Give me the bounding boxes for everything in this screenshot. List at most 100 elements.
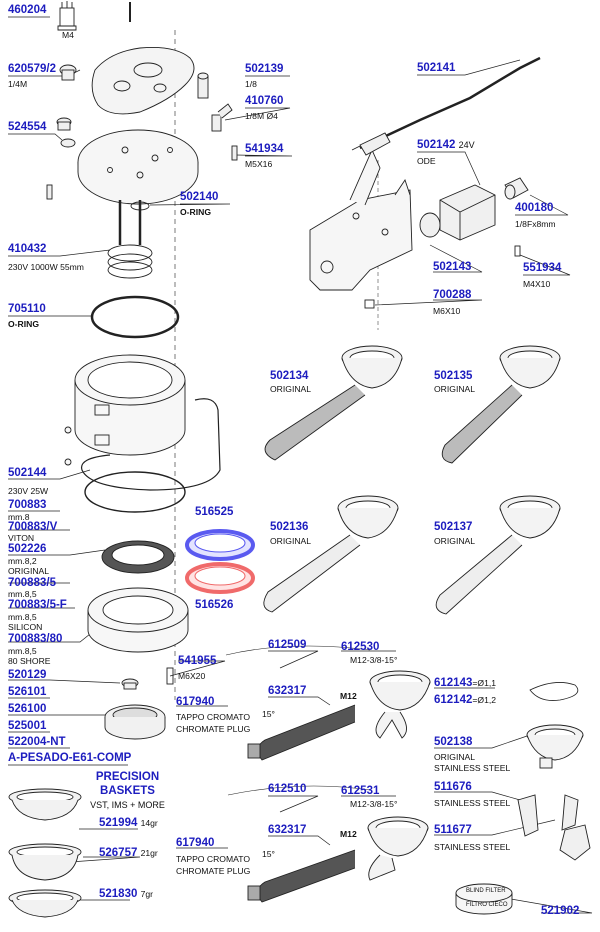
part-sub1-617940-b: TAPPO CROMATO bbox=[176, 854, 251, 864]
part-sub-502142: ODE bbox=[417, 156, 436, 166]
blind-filter-text-1: BLIND FILTER bbox=[466, 888, 506, 894]
angle-label-b: 15° bbox=[262, 849, 275, 859]
part-sub-541955: M6X20 bbox=[178, 671, 206, 681]
part-code-502137: 502137 bbox=[434, 521, 473, 533]
part-sub-551934: M4X10 bbox=[523, 279, 551, 289]
part-code-521902: 521902 bbox=[541, 905, 580, 917]
heating-element-drawing bbox=[107, 200, 153, 279]
part-sub-541934: M5X16 bbox=[245, 159, 273, 169]
part-code-521994: 521994 14gr bbox=[99, 817, 158, 829]
part-sub1-700883-80: mm.8,5 bbox=[8, 646, 37, 656]
part-sub-612530: M12-3/8-15° bbox=[350, 655, 398, 665]
part-sub-400180: 1/8Fx8mm bbox=[515, 219, 556, 229]
part-sub2-502138: STAINLESS STEEL bbox=[434, 763, 511, 773]
part-sub-460204: M4 bbox=[62, 30, 74, 40]
part-sub-511676: STAINLESS STEEL bbox=[434, 798, 511, 808]
baskets-subtitle: VST, IMS + MORE bbox=[90, 800, 165, 810]
part-sub-502142-voltage: 24V bbox=[458, 140, 475, 150]
part-sub-502144: 230V 25W bbox=[8, 486, 49, 496]
part-code-410432: 410432 bbox=[8, 243, 47, 255]
part-sub-511677: STAINLESS STEEL bbox=[434, 842, 511, 852]
part-code-700883-5: 700883/5 bbox=[8, 577, 56, 589]
part-sub2-502226: ORIGINAL bbox=[8, 566, 50, 576]
part-code-700883-80: 700883/80 bbox=[8, 633, 63, 645]
part-sub-700883: mm.8 bbox=[8, 512, 30, 522]
part-sub1-617940-a: TAPPO CROMATO bbox=[176, 712, 251, 722]
portafilter-502136-drawing bbox=[263, 495, 399, 613]
part-sub-410760: 1/8M Ø4 bbox=[245, 111, 278, 121]
part-code-541934: 541934 bbox=[245, 143, 284, 155]
part-code-612509: 612509 bbox=[268, 639, 307, 651]
portafilter-502135-drawing bbox=[441, 345, 561, 464]
shower-screen-drawing bbox=[104, 678, 166, 740]
part-code-502143: 502143 bbox=[433, 261, 472, 273]
baskets-title-line2: BASKETS bbox=[100, 785, 155, 797]
part-code-700288: 700288 bbox=[433, 289, 472, 301]
part-code-526100: 526100 bbox=[8, 703, 47, 715]
part-code-541955: 541955 bbox=[178, 655, 217, 667]
screw-551934-drawing bbox=[514, 245, 521, 257]
part-sub-502137: ORIGINAL bbox=[434, 536, 476, 546]
part-code-502144: 502144 bbox=[8, 467, 47, 479]
basket-521994-drawing bbox=[8, 788, 82, 821]
part-sub-612531: M12-3/8-15° bbox=[350, 799, 398, 809]
part-code-502141: 502141 bbox=[417, 62, 456, 74]
fitting-400180-drawing bbox=[504, 177, 529, 200]
spout-502138-drawing bbox=[526, 724, 584, 769]
solenoid-bracket-drawing bbox=[309, 148, 413, 291]
boiler-plate-drawing bbox=[77, 129, 199, 205]
part-sub-502135: ORIGINAL bbox=[434, 384, 476, 394]
part-sub1-502138: ORIGINAL bbox=[434, 752, 476, 762]
gasket-516525-drawing bbox=[185, 529, 255, 561]
spout-511677-drawing bbox=[559, 824, 591, 861]
part-code-502135: 502135 bbox=[434, 370, 473, 382]
blind-filter-drawing bbox=[455, 883, 513, 915]
part-code-511677: 511677 bbox=[434, 824, 472, 836]
angle-label-a: 15° bbox=[262, 709, 275, 719]
part-code-520129: 520129 bbox=[8, 669, 47, 681]
part-sub1-700883-5f: mm.8,5 bbox=[8, 612, 37, 622]
part-sub-700883-5: mm.8,5 bbox=[8, 589, 37, 599]
part-code-612143: 612143=Ø1,1 bbox=[434, 677, 497, 689]
basket-526757-drawing bbox=[8, 843, 82, 881]
part-sub-502136: ORIGINAL bbox=[270, 536, 312, 546]
part-sub-620579: 1/4M bbox=[8, 79, 28, 89]
top-plate-drawing bbox=[91, 47, 195, 115]
part-code-632317-b: 632317 bbox=[268, 824, 307, 836]
part-code-700883v: 700883/V bbox=[8, 521, 58, 533]
part-code-522004-nt: 522004-NT bbox=[8, 736, 66, 748]
portafilter-612510-drawing bbox=[247, 816, 429, 903]
spout-511676-drawing bbox=[517, 794, 579, 837]
part-sub-410432: 230V 1000W 55mm bbox=[8, 262, 84, 272]
baskets-title-line1: PRECISION bbox=[95, 771, 160, 783]
part-code-521830: 521830 7gr bbox=[99, 888, 153, 900]
part-sub-612142: =Ø1,2 bbox=[472, 695, 497, 705]
part-sub-612143: =Ø1,1 bbox=[472, 678, 497, 688]
part-sub-700288: M6X10 bbox=[433, 306, 461, 316]
part-sub2-700883-80: 80 SHORE bbox=[8, 656, 51, 666]
part-sub-526757: 21gr bbox=[140, 848, 158, 858]
group-body-drawing bbox=[64, 354, 186, 466]
screw-700288-drawing bbox=[364, 299, 375, 309]
part-sub1-502226: mm.8,2 bbox=[8, 556, 37, 566]
gasket-502226-drawing bbox=[101, 540, 175, 574]
blind-filter-text-2: FILTRO CIECO bbox=[466, 902, 508, 908]
part-code-410760: 410760 bbox=[245, 95, 284, 107]
part-code-632317-a: 632317 bbox=[268, 685, 307, 697]
m12-label-b: M12 bbox=[340, 829, 357, 839]
sensor-fitting-drawing bbox=[351, 132, 391, 156]
part-code-612510: 612510 bbox=[268, 783, 307, 795]
part-code-612142: 612142=Ø1,2 bbox=[434, 694, 497, 706]
coil-502142-drawing bbox=[419, 184, 496, 241]
part-sub-700883v: VITON bbox=[8, 533, 35, 543]
lower-collar-drawing bbox=[87, 587, 189, 653]
part-sub-502139: 1/8 bbox=[245, 79, 257, 89]
heater-wire-drawing bbox=[80, 398, 221, 491]
part-code-460204: 460204 bbox=[8, 4, 47, 16]
part-code-612530: 612530 bbox=[341, 641, 380, 653]
part-code-526101: 526101 bbox=[8, 686, 47, 698]
part-code-620579: 620579/2 bbox=[8, 63, 56, 75]
part-sub-705110: O-RING bbox=[8, 319, 40, 329]
m12-label-a: M12 bbox=[340, 691, 357, 701]
